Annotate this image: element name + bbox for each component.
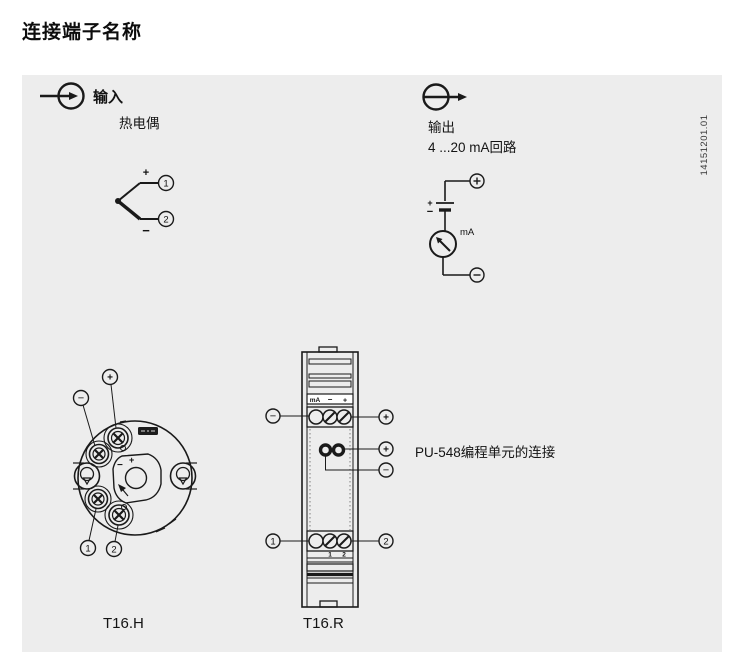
band-ma: mA — [310, 397, 321, 404]
t16r-out-minus: − — [270, 411, 276, 423]
t16h-center-plus: + — [129, 455, 134, 465]
band-2: 2 — [342, 552, 346, 559]
t16r-in-2: 2 — [383, 537, 388, 548]
mounting-ear-right — [169, 462, 197, 490]
screw-terminal-plus — [107, 427, 129, 449]
leader-terminal-1 — [79, 539, 97, 557]
t16h-2: 2 — [111, 545, 116, 556]
t16r-prog-minus: − — [383, 465, 389, 477]
t16r-out-plus: + — [383, 413, 389, 424]
loop-label: 4 ...20 mA回路 — [428, 140, 517, 155]
screw-terminal-2 — [108, 504, 130, 526]
leader-minus-terminal — [72, 389, 90, 407]
band-plus: + — [343, 398, 347, 405]
figure-id: 14151201.01 — [699, 114, 710, 176]
prog-socket-plus — [318, 443, 333, 457]
tc-terminal-1: 1 — [163, 179, 168, 190]
band-1: 1 — [328, 552, 332, 559]
t16r-prog-plus: + — [383, 445, 389, 456]
module-outline — [301, 351, 359, 608]
output-label: 输出 — [428, 120, 455, 135]
prog-socket-minus — [331, 443, 346, 457]
pu548-label: PU-548编程单元的连接 — [415, 445, 556, 460]
needle-arrow — [436, 237, 443, 244]
figure-panel — [22, 75, 722, 652]
t16h-1: 1 — [85, 544, 90, 555]
arrow-head — [69, 92, 78, 100]
t16h-center-minus: − — [117, 460, 123, 471]
top-tab — [318, 346, 338, 353]
battery-plus: + — [427, 198, 432, 208]
battery-minus: − — [427, 206, 433, 218]
input-label: 输入 — [93, 89, 124, 106]
t16h-plus: + — [107, 373, 113, 384]
plus-terminal-icon — [469, 173, 485, 189]
input-icon — [40, 82, 85, 110]
screw-terminal-1 — [87, 488, 109, 510]
out-minus-terminal — [265, 408, 281, 424]
marking-band — [306, 393, 354, 405]
leader-plus-terminal — [101, 368, 119, 386]
t16h-diagram: + − 1 2 + − — [72, 368, 197, 558]
junction-dot — [115, 198, 121, 204]
band-minus: − — [328, 395, 333, 404]
page-title: 连接端子名称 — [22, 22, 143, 43]
thermocouple-label: 热电偶 — [119, 116, 160, 131]
minus-terminal-icon — [469, 267, 485, 283]
t16r-caption: T16.R — [303, 615, 344, 632]
tc-minus: − — [142, 223, 150, 238]
t16h-caption: T16.H — [103, 615, 144, 632]
output-icon — [422, 83, 467, 111]
current-loop-circuit: + − mA — [427, 173, 485, 283]
out-plus-terminal — [378, 409, 394, 425]
t16r-diagram: mA − + − + + − 1 2 1 2 — [265, 346, 394, 608]
pointer-mark — [118, 484, 126, 492]
t16h-minus: − — [78, 393, 84, 405]
arrow-head — [458, 93, 467, 101]
center-hub — [112, 453, 162, 504]
tc-plus: + — [143, 167, 149, 179]
screw-terminal-minus — [88, 443, 110, 465]
leader-terminal-2 — [105, 540, 123, 558]
meter-label: mA — [460, 227, 475, 238]
t16r-in-1: 1 — [270, 537, 275, 548]
prog-minus-terminal — [378, 462, 394, 478]
in-1-terminal — [265, 533, 281, 549]
head-outline — [77, 420, 193, 536]
in-2-terminal — [378, 533, 394, 549]
prog-plus-terminal — [378, 441, 394, 457]
tc-terminal-2: 2 — [163, 215, 168, 226]
mounting-ear-left — [73, 462, 101, 490]
bottom-tab — [319, 600, 338, 608]
thermocouple-symbol: + − 1 2 — [115, 167, 175, 238]
